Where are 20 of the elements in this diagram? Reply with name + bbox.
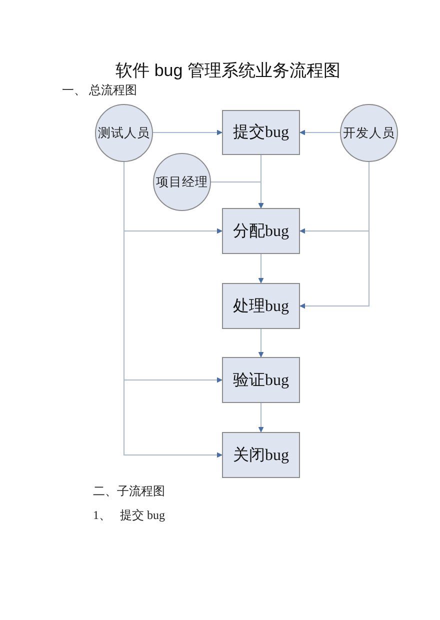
process-box: 验证bug <box>222 357 300 403</box>
section-heading: 二、子流程图 <box>93 485 165 499</box>
connector-arrow <box>300 130 340 136</box>
connector-arrow <box>210 182 264 208</box>
connector-arrow <box>258 402 264 432</box>
process-box: 处理bug <box>222 283 300 329</box>
diagram-title: 软件 bug 管理系统业务流程图 <box>116 61 340 81</box>
connector-arrow <box>258 254 264 284</box>
section-heading: 一、 总流程图 <box>62 84 137 98</box>
connector-arrow <box>300 162 370 309</box>
connector-arrow <box>258 328 264 358</box>
role-circle: 开发人员 <box>340 104 398 162</box>
process-box: 提交bug <box>222 110 300 155</box>
connector-arrow <box>152 130 222 136</box>
role-circle: 项目经理 <box>153 153 211 211</box>
list-number: 1、 <box>93 509 111 523</box>
list-item-text: 提交 bug <box>120 509 165 523</box>
role-circle: 测试人员 <box>95 104 153 162</box>
process-box: 关闭bug <box>222 432 300 478</box>
process-box: 分配bug <box>222 208 300 254</box>
